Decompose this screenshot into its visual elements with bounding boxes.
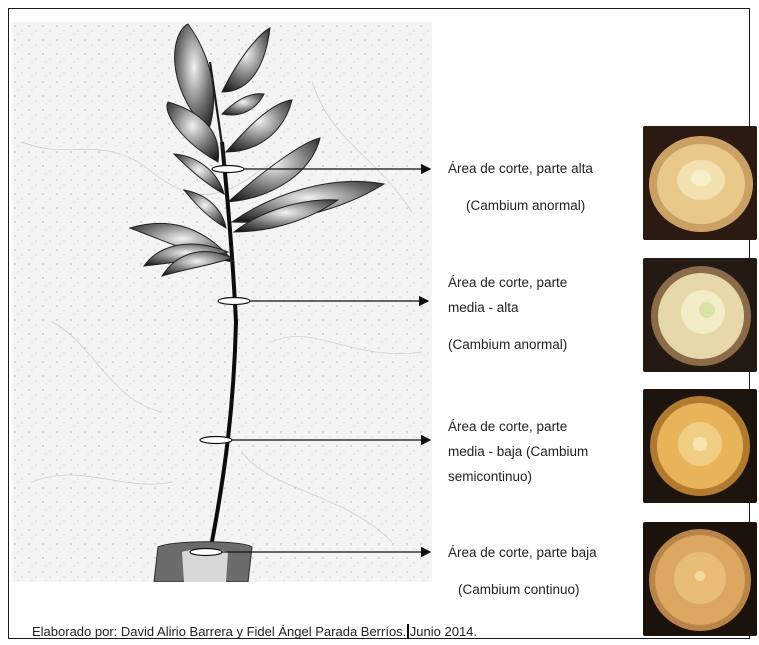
credit-date: Junio 2014. [410, 624, 477, 639]
label-mid-low: Área de corte, parte media - baja (Cambi… [448, 414, 588, 489]
credit-line: Elaborado por: David Alirio Barrera y Fi… [32, 624, 477, 639]
cross-section-top [643, 126, 757, 240]
label-line: Área de corte, parte alta [448, 156, 593, 181]
pot [154, 542, 252, 582]
label-line: Área de corte, parte [448, 270, 567, 295]
label-mid-high: Área de corte, parte media - alta (Cambi… [448, 270, 567, 357]
label-line: media - alta [448, 295, 567, 320]
cross-section-mid-high [643, 258, 757, 372]
cross-section-mid-low [643, 389, 757, 503]
label-line: (Cambium anormal) [448, 332, 567, 357]
label-top: Área de corte, parte alta (Cambium anorm… [448, 156, 593, 218]
credit-text: Elaborado por: David Alirio Barrera y Fi… [32, 624, 406, 639]
label-line: Área de corte, parte baja [448, 540, 597, 565]
label-line: media - baja (Cambium [448, 439, 588, 464]
text-cursor [407, 624, 409, 639]
label-line: (Cambium continuo) [458, 577, 597, 602]
cross-section-bottom [643, 522, 757, 636]
label-line: Área de corte, parte [448, 414, 588, 439]
label-line: (Cambium anormal) [466, 193, 593, 218]
label-bottom: Área de corte, parte baja (Cambium conti… [448, 540, 597, 602]
label-line: semicontinuo) [448, 464, 588, 489]
plant-photo [12, 22, 432, 582]
